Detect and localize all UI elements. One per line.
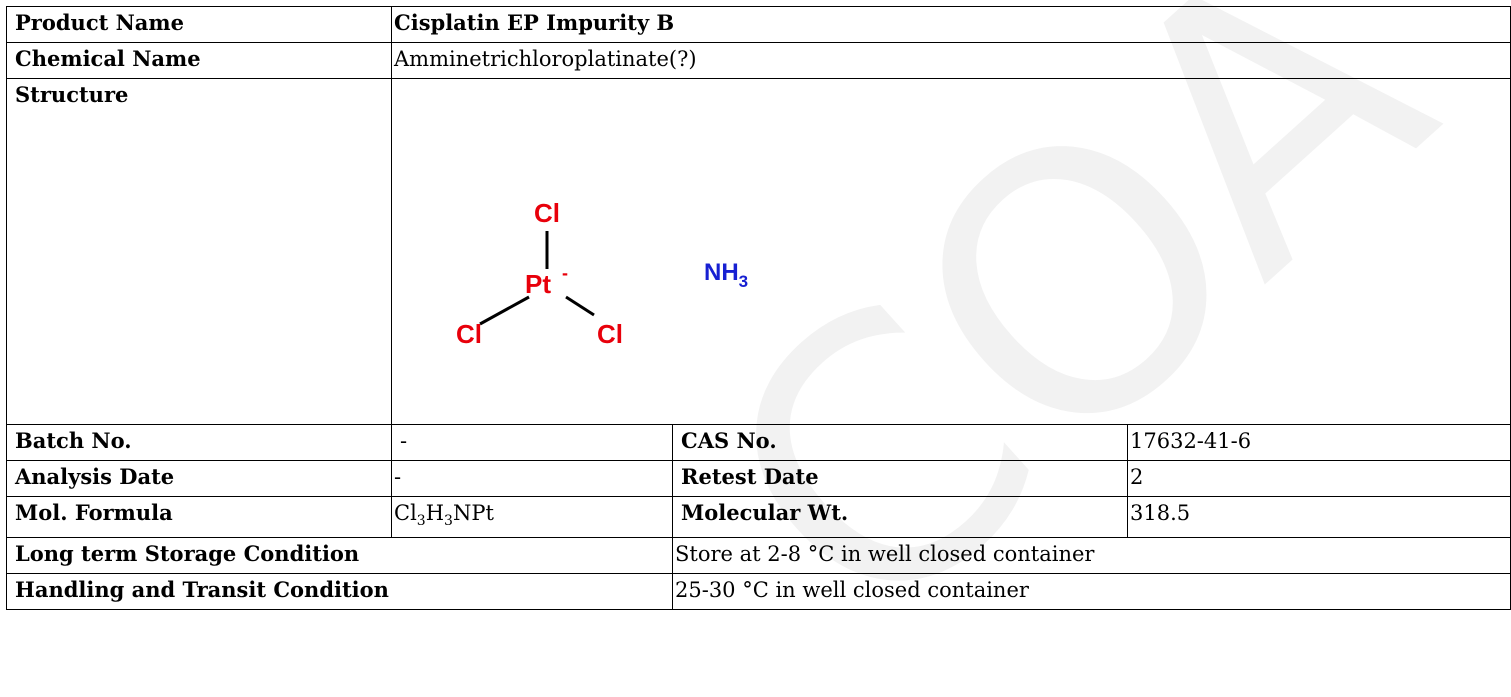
storage-label: Long term Storage Condition — [6, 537, 673, 575]
storage-value: Store at 2-8 °C in well closed container — [672, 537, 1511, 575]
bond-pt-cl-left — [479, 295, 530, 326]
formula-h: H — [425, 501, 445, 525]
atom-pt: Pt — [525, 269, 551, 299]
cas-label: CAS No. — [672, 424, 1128, 461]
mol-formula-value: Cl3H3NPt — [391, 495, 673, 539]
structure-diagram: Cl Pt - Cl Cl NH3 — [456, 198, 748, 349]
formula-cl-subscript: 3 — [416, 513, 426, 530]
mol-weight-label: Molecular Wt. — [672, 495, 1128, 539]
chemical-name-value: Amminetrichloroplatinate(?) — [391, 42, 1511, 79]
formula-h-subscript: 3 — [444, 513, 453, 530]
bond-pt-cl-right — [565, 295, 595, 317]
handling-label: Handling and Transit Condition — [6, 573, 673, 611]
analysis-date-value: - — [391, 460, 673, 497]
atom-pt-charge: - — [562, 263, 568, 283]
mol-weight-value: 318.5 — [1127, 495, 1511, 539]
atom-cl-right: Cl — [597, 319, 623, 349]
formula-npt: NPt — [452, 501, 494, 525]
atom-nh: NH — [704, 259, 739, 286]
retest-date-label: Retest Date — [672, 460, 1128, 497]
analysis-date-label: Analysis Date — [6, 460, 392, 497]
batch-value: - — [391, 424, 673, 461]
product-name-label: Product Name — [6, 6, 392, 43]
row-structure: Structure Cl Pt - Cl Cl NH3 — [6, 78, 1511, 425]
structure-label: Structure — [6, 78, 392, 425]
row-handling: Handling and Transit Condition 25-30 °C … — [6, 573, 1511, 611]
atom-cl-left: Cl — [456, 319, 482, 349]
retest-date-value: 2 — [1127, 460, 1511, 497]
atom-cl-top: Cl — [534, 198, 560, 228]
batch-label: Batch No. — [6, 424, 392, 461]
coa-table: Product Name Cisplatin EP Impurity B Che… — [6, 6, 1511, 611]
mol-formula-label: Mol. Formula — [6, 495, 392, 539]
atom-nh3: NH3 — [704, 259, 748, 291]
row-formula-weight: Mol. Formula Cl3H3NPt Molecular Wt. 318.… — [6, 495, 1511, 539]
row-chemical-name: Chemical Name Amminetrichloroplatinate(?… — [6, 42, 1511, 79]
product-name-value: Cisplatin EP Impurity B — [391, 6, 1511, 43]
row-analysis-retest: Analysis Date - Retest Date 2 — [6, 460, 1511, 497]
cas-value: 17632-41-6 — [1127, 424, 1511, 461]
row-batch-cas: Batch No. - CAS No. 17632-41-6 — [6, 424, 1511, 461]
row-product-name: Product Name Cisplatin EP Impurity B — [6, 6, 1511, 43]
chemical-name-label: Chemical Name — [6, 42, 392, 79]
handling-value: 25-30 °C in well closed container — [672, 573, 1511, 611]
formula-cl: Cl — [394, 501, 417, 525]
structure-cell: Cl Pt - Cl Cl NH3 — [391, 78, 1511, 425]
row-storage: Long term Storage Condition Store at 2-8… — [6, 537, 1511, 575]
atom-nh-subscript: 3 — [739, 272, 748, 291]
